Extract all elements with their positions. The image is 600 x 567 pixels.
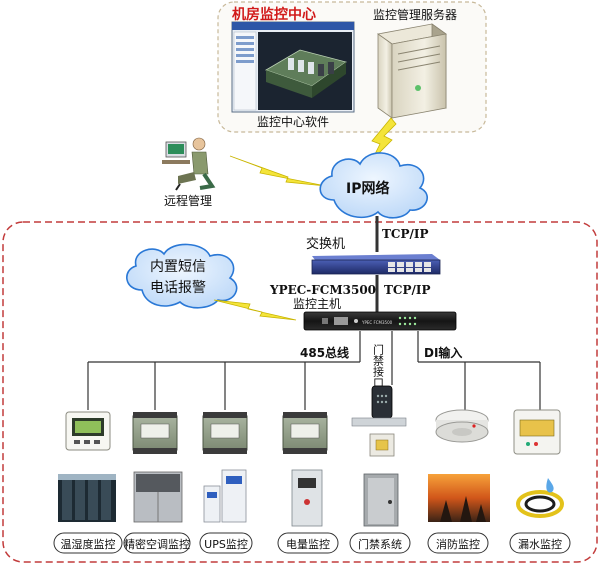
alarm-line2: 电话报警 bbox=[150, 280, 206, 296]
server-racks-photo bbox=[58, 474, 116, 522]
remote-label: 远程管理 bbox=[164, 193, 212, 208]
tcp-top-label: TCP/IP bbox=[382, 227, 429, 241]
lightning-bolt-icon bbox=[229, 155, 327, 187]
lightning-bolt-icon bbox=[371, 117, 397, 161]
module-label-access-control: 门禁系统 bbox=[358, 537, 402, 551]
rs485-label: 485总线 bbox=[300, 345, 349, 360]
host-panel-text: YPEC FCM3500 bbox=[361, 320, 393, 325]
ip-network-cloud bbox=[319, 152, 428, 219]
remote-operator-icon bbox=[162, 137, 216, 191]
module-label-water-leak: 漏水监控 bbox=[518, 537, 562, 551]
module-label-ups: UPS监控 bbox=[204, 537, 248, 551]
door-photo bbox=[363, 473, 399, 527]
door-port-label: 门禁接口 bbox=[372, 343, 385, 388]
bus-lines bbox=[87, 331, 541, 410]
local-site-region bbox=[2, 221, 598, 563]
server-tower-icon bbox=[377, 23, 447, 119]
module-label-power: 电量监控 bbox=[286, 537, 330, 551]
alarm-line1: 内置短信 bbox=[150, 259, 206, 275]
water-leak-sensor-icon bbox=[513, 409, 561, 455]
ups-photo bbox=[203, 469, 247, 523]
center-title: 机房监控中心 bbox=[232, 6, 316, 23]
switch-label: 交换机 bbox=[306, 236, 345, 252]
module-label-fire: 消防监控 bbox=[436, 537, 480, 551]
power-cabinet-photo bbox=[291, 469, 323, 527]
network-switch-icon bbox=[311, 254, 441, 275]
card-reader-icon bbox=[351, 385, 407, 457]
module-label-temp-humidity: 温湿度监控 bbox=[61, 537, 116, 551]
firefighting-photo bbox=[428, 474, 490, 522]
io-module-icon bbox=[132, 412, 178, 454]
module-label-precision-ac: 精密空调监控 bbox=[124, 537, 190, 551]
software-label: 监控中心软件 bbox=[257, 114, 329, 129]
host-name: 监控主机 bbox=[293, 297, 341, 311]
io-module-icon bbox=[202, 412, 248, 454]
lightning-bolt-icon bbox=[213, 299, 297, 321]
precision-ac-photo bbox=[133, 471, 183, 523]
alarm-cloud bbox=[126, 243, 238, 309]
server-label: 监控管理服务器 bbox=[373, 7, 457, 22]
monitoring-host-icon bbox=[303, 311, 457, 331]
io-module-icon bbox=[282, 412, 328, 454]
module-labels: 温湿度监控 精密空调监控 UPS监控 电量监控 门禁系统 消防监控 漏水监控 bbox=[53, 532, 571, 554]
smoke-detector-icon bbox=[435, 409, 489, 443]
tcp-bottom-label: TCP/IP bbox=[384, 283, 431, 297]
thermo-hygrometer-icon bbox=[65, 411, 111, 451]
leak-cable-photo bbox=[516, 478, 564, 518]
monitoring-software-screenshot bbox=[231, 21, 355, 113]
di-input-label: DI输入 bbox=[424, 345, 462, 360]
host-model: YPEC-FCM3500 bbox=[269, 283, 376, 297]
ip-network-label: IP网络 bbox=[346, 180, 389, 197]
